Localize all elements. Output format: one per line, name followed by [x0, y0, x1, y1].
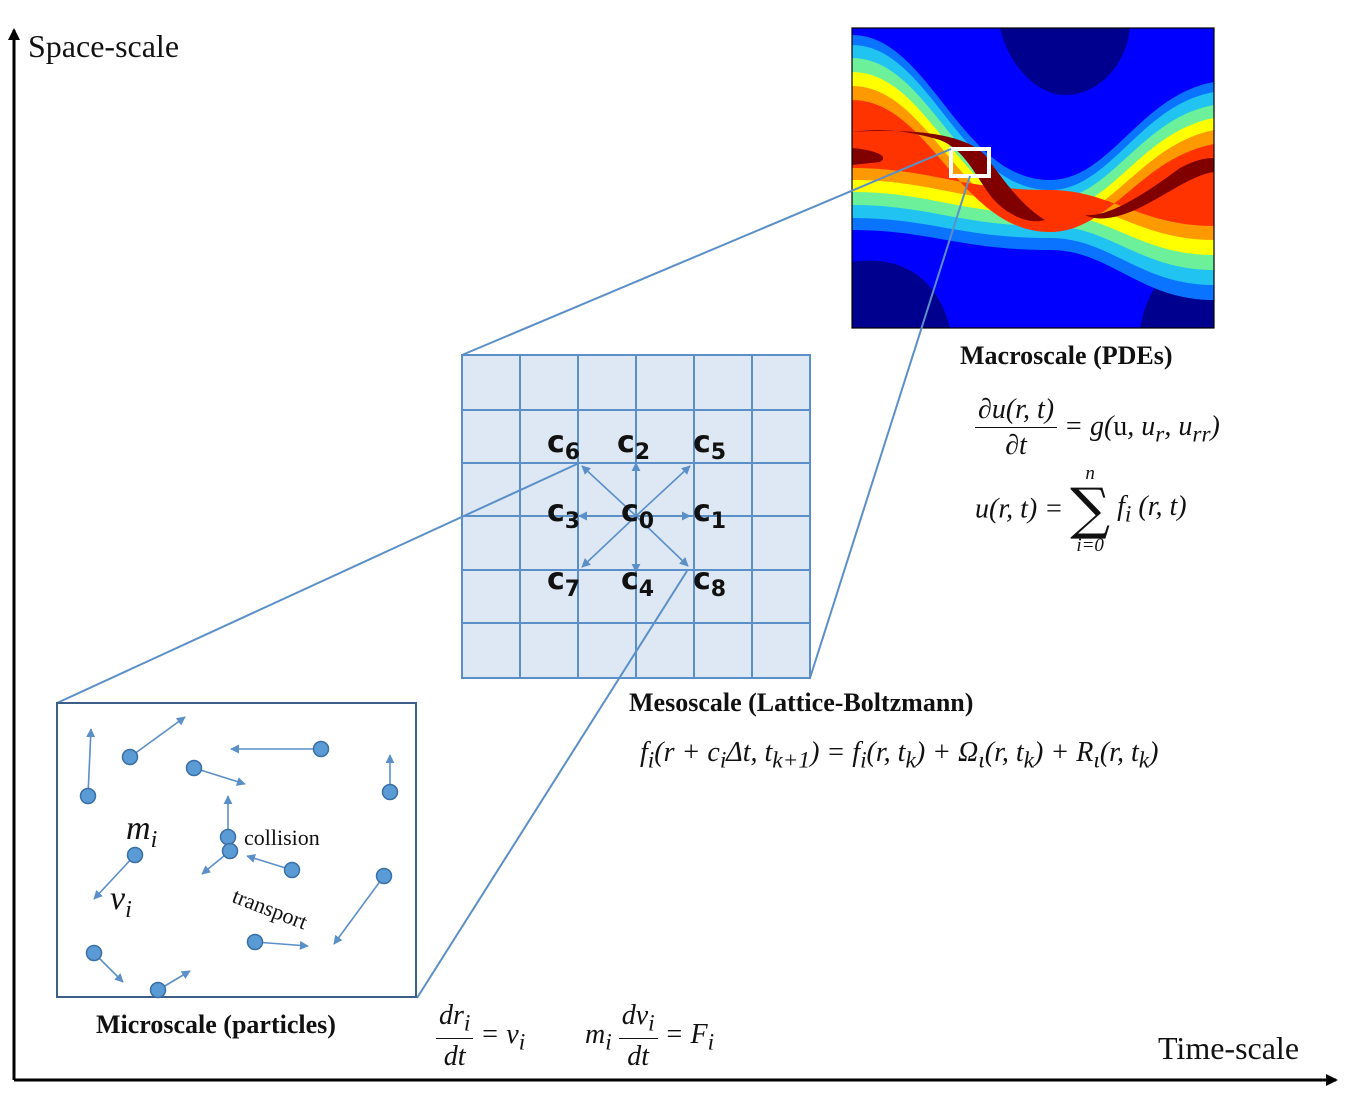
- particle: [219, 828, 237, 846]
- velocity-label-c1: c1: [693, 494, 727, 534]
- particle: [246, 933, 264, 951]
- arrow-c7: [581, 515, 637, 568]
- mesoscale-title: Mesoscale (Lattice-Boltzmann): [629, 688, 974, 717]
- macroscale-frame: [851, 27, 1215, 329]
- microscale-title: Microscale (particles): [96, 1010, 336, 1039]
- particle: [312, 740, 330, 758]
- velocity-label-c0: c0: [621, 494, 655, 534]
- lattice-velocity-arrows: [578, 462, 691, 573]
- pde-numerator: ∂u(r, t): [975, 394, 1058, 429]
- particles: [79, 740, 399, 999]
- velocity-label-c8: c8: [693, 562, 727, 602]
- velocity-label-c4: c4: [621, 562, 655, 602]
- particle: [121, 748, 139, 766]
- lattice-boltzmann-equation: fi(r + ciΔt, tk+1) = fi(r, tk) + Ωι(r, t…: [640, 737, 1159, 774]
- particle: [283, 861, 301, 879]
- arrow-c5: [635, 465, 691, 517]
- velocity-symbol: vi: [110, 880, 132, 923]
- velocity-label-c6: c6: [547, 425, 581, 465]
- particle-arrows: [86, 716, 395, 991]
- y-axis-label: Space-scale: [28, 28, 180, 64]
- collision-label: collision: [244, 825, 320, 850]
- sum-rhs: fi (r, t): [1117, 490, 1187, 528]
- velocity-label-c3: c3: [547, 494, 581, 534]
- zoom-line-meso-left: [56, 463, 578, 704]
- macroscale-pde-equation: ∂u(r, t)∂t = g(u, ur, urr): [975, 394, 1220, 462]
- pde-denominator: ∂t: [1005, 430, 1027, 462]
- x-axis-label: Time-scale: [1158, 1030, 1300, 1066]
- particle: [375, 867, 393, 885]
- particle: [79, 787, 97, 805]
- particle: [381, 783, 399, 801]
- velocity-label-c2: c2: [617, 425, 651, 465]
- particle: [85, 944, 103, 962]
- zoom-line-macro-right: [809, 175, 971, 679]
- zoom-line-meso-right: [416, 570, 688, 999]
- summation-operator: n∑i=0: [1070, 463, 1111, 557]
- particle: [126, 846, 144, 864]
- particle: [221, 842, 239, 860]
- velocity-label-c5: c5: [693, 425, 727, 465]
- mass-symbol: mi: [126, 810, 158, 853]
- zoom-line-macro-left: [461, 148, 952, 356]
- particle: [149, 981, 167, 999]
- macroscale-contour-plot: [852, 28, 1214, 328]
- macroscale-sum-equation: u(r, t) = n∑i=0 fi (r, t): [975, 464, 1187, 555]
- arrow-c8: [635, 515, 689, 567]
- sum-lhs: u(r, t) =: [975, 493, 1064, 525]
- particle: [185, 759, 203, 777]
- velocity-label-c7: c7: [547, 562, 581, 602]
- macroscale-title: Macroscale (PDEs): [960, 341, 1173, 370]
- arrow-c6: [581, 465, 637, 517]
- pde-rhs: = g(u, ur, urr): [1064, 410, 1220, 448]
